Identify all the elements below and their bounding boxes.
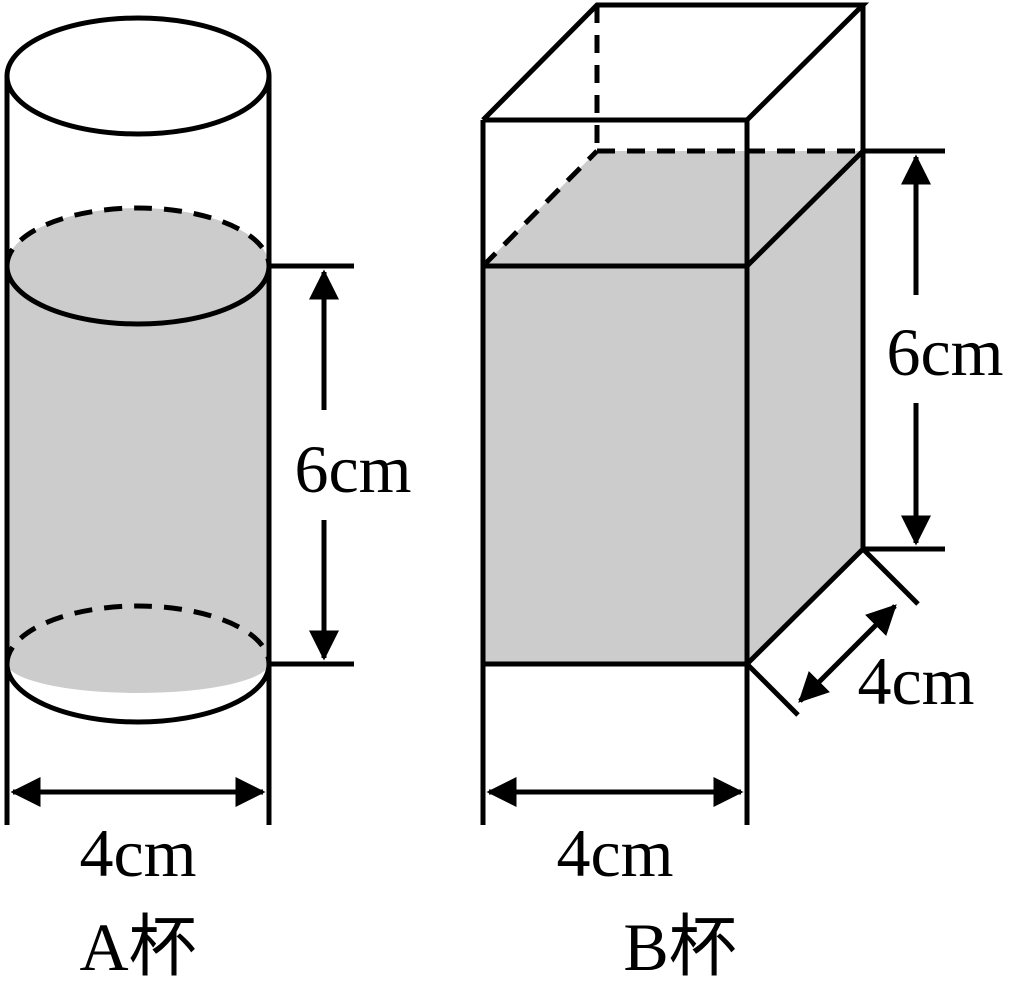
cup-b-caption: B杯 [623,909,736,985]
cup-a-water-surface [7,208,269,324]
cup-a-width-label: 4cm [79,815,196,891]
cup-b-side-waterline [745,149,865,268]
cup-b-width-label: 4cm [556,815,673,891]
cup-b-water-top [483,151,863,266]
cup-a [4,15,354,825]
cup-a-bottom-back [4,603,272,665]
cup-a-top-rim [4,15,272,137]
cup-a-water-surface-back [4,205,272,267]
cup-b-water-front [483,266,747,664]
cup-a-water-surface-front [4,265,272,327]
cup-b-depth-tick-front [745,662,800,717]
cup-a-height-label: 6cm [294,431,411,507]
cup-b-height-label: 6cm [886,314,1003,390]
cup-b-top-rim [481,2,870,123]
cup-a-bottom-front [4,663,272,725]
cup-b-depth-label: 4cm [857,643,974,719]
cup-a-water-fill [7,265,269,693]
cup-b-depth-arrow [798,604,897,703]
cup-b [480,2,945,825]
cup-a-caption: A杯 [79,909,196,985]
cup-b-hidden-left-waterline [481,149,599,268]
cup-b-water-side [747,151,863,664]
cup-b-depth-tick-back [861,547,920,606]
